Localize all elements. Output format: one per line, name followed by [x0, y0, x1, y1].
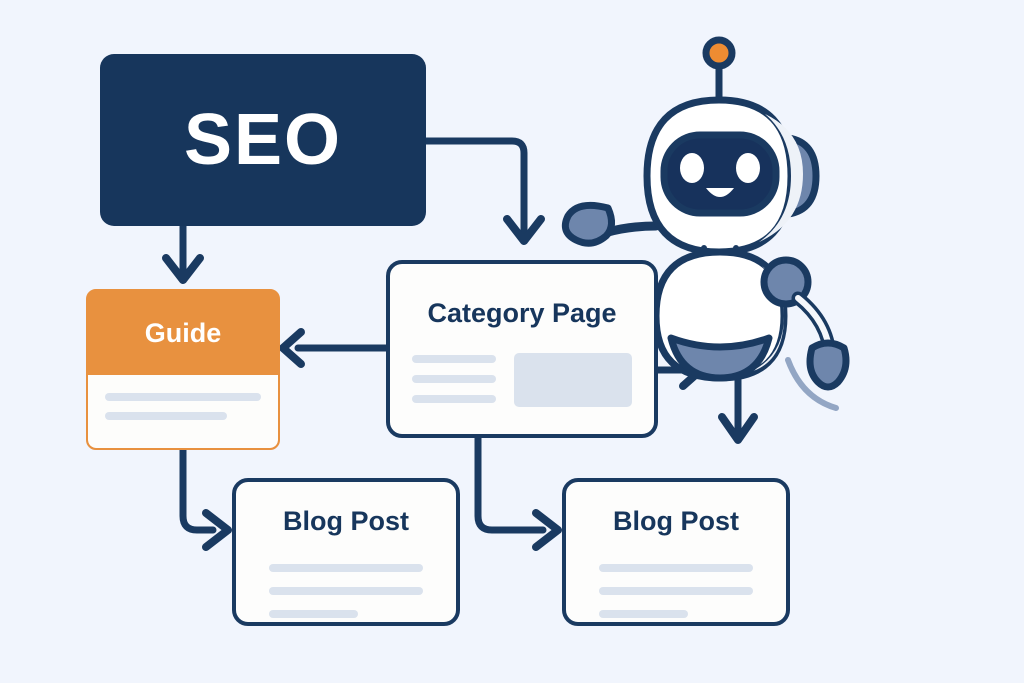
- node-blog-post-2[interactable]: Blog Post: [562, 478, 790, 626]
- placeholder-line: [105, 412, 227, 420]
- robot-left-arm: [603, 221, 661, 237]
- node-seo[interactable]: SEO: [100, 54, 426, 226]
- connector-category-page-to-blog-post-2: [474, 434, 562, 551]
- assistant-robot-mascot: [561, 36, 850, 411]
- placeholder-line-group: [599, 564, 753, 618]
- placeholder-line: [599, 610, 689, 618]
- thumbnail-placeholder: [514, 353, 632, 407]
- connector-seo-to-guide: [162, 222, 204, 284]
- node-guide-label: Guide: [144, 317, 222, 348]
- node-guide-body: [88, 375, 278, 448]
- robot-antenna-bulb: [702, 36, 736, 70]
- placeholder-line: [599, 564, 753, 572]
- placeholder-line: [599, 587, 753, 595]
- node-blog-post-2-label: Blog Post: [613, 506, 739, 536]
- placeholder-line: [269, 587, 423, 595]
- robot-left-hand: [561, 201, 615, 247]
- node-blog-post-1-label: Blog Post: [283, 506, 409, 536]
- node-category-page-body: [412, 353, 632, 407]
- connector-guide-to-blog-post-1: [179, 446, 232, 551]
- placeholder-line: [412, 375, 496, 383]
- node-category-page[interactable]: Category Page: [386, 260, 658, 438]
- robot-left-eye: [680, 153, 704, 183]
- placeholder-line-group: [412, 353, 496, 407]
- connector-category-page-to-guide: [279, 328, 390, 368]
- connector-seo-to-category-page: [422, 137, 545, 245]
- node-category-page-label: Category Page: [427, 298, 617, 328]
- placeholder-line-group: [269, 564, 423, 618]
- placeholder-line: [412, 395, 496, 403]
- placeholder-line: [269, 610, 359, 618]
- node-blog-post-1[interactable]: Blog Post: [232, 478, 460, 626]
- node-seo-label: SEO: [183, 100, 343, 180]
- robot-motion-arc: [785, 357, 839, 411]
- robot-right-hand: [806, 339, 850, 391]
- robot-smile: [706, 188, 734, 197]
- robot-right-eye: [736, 153, 760, 183]
- node-guide[interactable]: Guide: [86, 289, 280, 450]
- robot-visor: [660, 131, 780, 217]
- placeholder-line: [105, 393, 261, 401]
- placeholder-line: [269, 564, 423, 572]
- placeholder-line: [412, 355, 496, 363]
